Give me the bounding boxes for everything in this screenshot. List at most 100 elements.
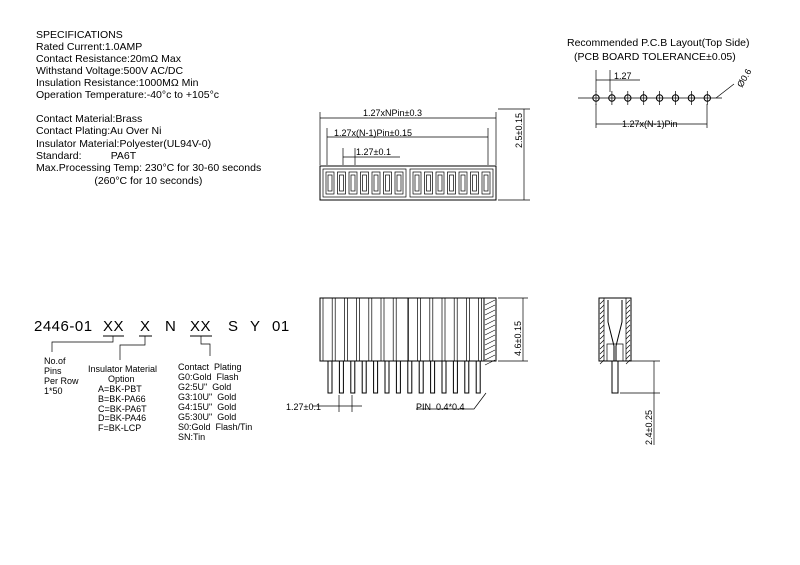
front-view-pin [452,360,458,394]
insulator-leader [119,336,146,360]
top-view-contact-hole [350,174,356,192]
top-overall-label: 1.27xNPin±0.3 [363,108,422,118]
material-line: Contact Plating:Au Over Ni [36,125,161,137]
hatch-line [625,329,631,335]
front-view-pins [327,360,481,394]
part-number-base: 2446-01 [34,318,93,335]
front-view-pin [395,360,401,394]
hatch-line [599,334,605,340]
part-number-pins: XX [103,318,124,335]
hatch-line [484,334,496,341]
part-number-insulator: X [140,318,151,335]
hatch-line [484,324,496,331]
top-view-contact-hole [362,174,367,192]
top-view-contact [371,171,381,195]
top-view-contact [337,171,346,195]
hatch-line [625,319,631,325]
specifications-block: SPECIFICATIONS Rated Current:1.0AMP Cont… [36,29,261,187]
hatch-line [599,324,605,330]
material-line: Insulator Material:Polyester(UL94V-0) [36,138,211,150]
spec-line: Rated Current:1.0AMP [36,41,142,53]
material-line: Max.Processing Temp: 230°C for 30-60 sec… [36,162,261,174]
plating-legend-line: S0:Gold Flash/Tin [178,422,252,432]
part-number-s: S [228,318,239,335]
material-line: (260°C for 10 seconds) [36,175,202,187]
plating-legend-line: SN:Tin [178,432,205,442]
pins-legend-line: Per Row [44,376,79,386]
insulator-legend: Insulator Material Option A=BK-PBT B=BK-… [88,364,157,433]
hatch-line [484,329,496,336]
part-number-suffix: 01 [272,318,290,335]
top-view-contact [481,171,491,195]
top-view-contact [348,171,358,195]
front-view-pin [430,360,436,394]
hatch-line [625,314,631,320]
hatch-line [484,299,496,306]
top-view-inner-right [409,168,494,198]
hatch-line [599,359,605,365]
part-number-n: N [165,318,176,335]
pins-legend-line: 1*50 [44,386,63,396]
front-view-pin [327,360,333,394]
pcb-tolerance-title: (PCB BOARD TOLERANCE±0.05) [574,51,736,63]
plating-legend-line: G0:Gold Flash [178,372,239,382]
hatch-line [484,344,496,351]
plating-legend: Contact Plating G0:Gold Flash G2:5U" Gol… [178,362,252,442]
hatch-line [484,359,496,366]
front-pin-label: PIN 0.4*0.4 [416,402,465,412]
top-view-contact [394,171,404,195]
plating-legend-line: G5:30U" Gold [178,412,236,422]
material-line: Contact Material:Brass [36,113,142,125]
pcb-layout-title: Recommended P.C.B Layout(Top Side) [567,37,750,49]
top-view-contact-hole [483,174,489,192]
hatch-line [484,319,496,326]
top-view-contact-hole [385,174,390,192]
top-view-contact [424,171,433,195]
side-view-contact [607,300,623,361]
hatch-line [625,339,631,345]
pcb-hole-label: Ø0.6 [735,67,753,89]
top-view-contact-hole [396,174,402,192]
front-height-label: 4.6±0.15 [513,321,523,356]
part-number-block: 2446-01 XX X N XX S Y 01 [34,318,290,360]
insulator-legend-line: C=BK-PA6T [98,404,147,414]
hatch-line [625,299,631,305]
hatch-line [599,314,605,320]
hatch-line [625,344,631,350]
top-view-contact-hole [472,174,477,192]
pcb-layout-view: Recommended P.C.B Layout(Top Side) (PCB … [567,37,753,129]
top-view-inner-left [322,168,407,198]
spec-line: Contact Resistance:20mΩ Max [36,53,182,65]
part-number-y: Y [250,318,261,335]
hatch-line [625,334,631,340]
side-tail-label: 2.4±0.25 [644,410,654,445]
side-view-hatch [599,299,631,365]
front-view-pin [464,360,470,394]
top-pitch-label: 1.27±0.1 [356,147,391,157]
hatch-line [484,314,496,321]
pins-legend-line: No.of [44,356,66,366]
plating-leader [200,336,211,356]
spec-line: Insulation Resistance:1000MΩ Min [36,77,199,89]
side-view-contact-base [606,343,624,362]
hatch-line [484,309,496,316]
pcb-span-label: 1.27x(N-1)Pin [622,119,678,129]
hatch-line [625,354,631,360]
hatch-line [625,304,631,310]
pins-legend: No.of Pins Per Row 1*50 [44,356,79,396]
front-view-pin [338,360,344,394]
top-view-contact-hole [449,174,454,192]
front-view-hatch [484,299,496,366]
front-view-pin [350,360,356,394]
hatch-line [484,304,496,311]
plating-legend-line: G2:5U" Gold [178,382,231,392]
insulator-legend-line: Insulator Material [88,364,157,374]
front-view-pin [418,360,424,394]
pcb-hole-leader [715,83,735,99]
top-view-contact-hole [373,174,379,192]
front-view-slots [322,298,482,361]
front-view-pin [384,360,390,394]
hatch-line [599,319,605,325]
insulator-legend-line: F=BK-LCP [98,423,141,433]
